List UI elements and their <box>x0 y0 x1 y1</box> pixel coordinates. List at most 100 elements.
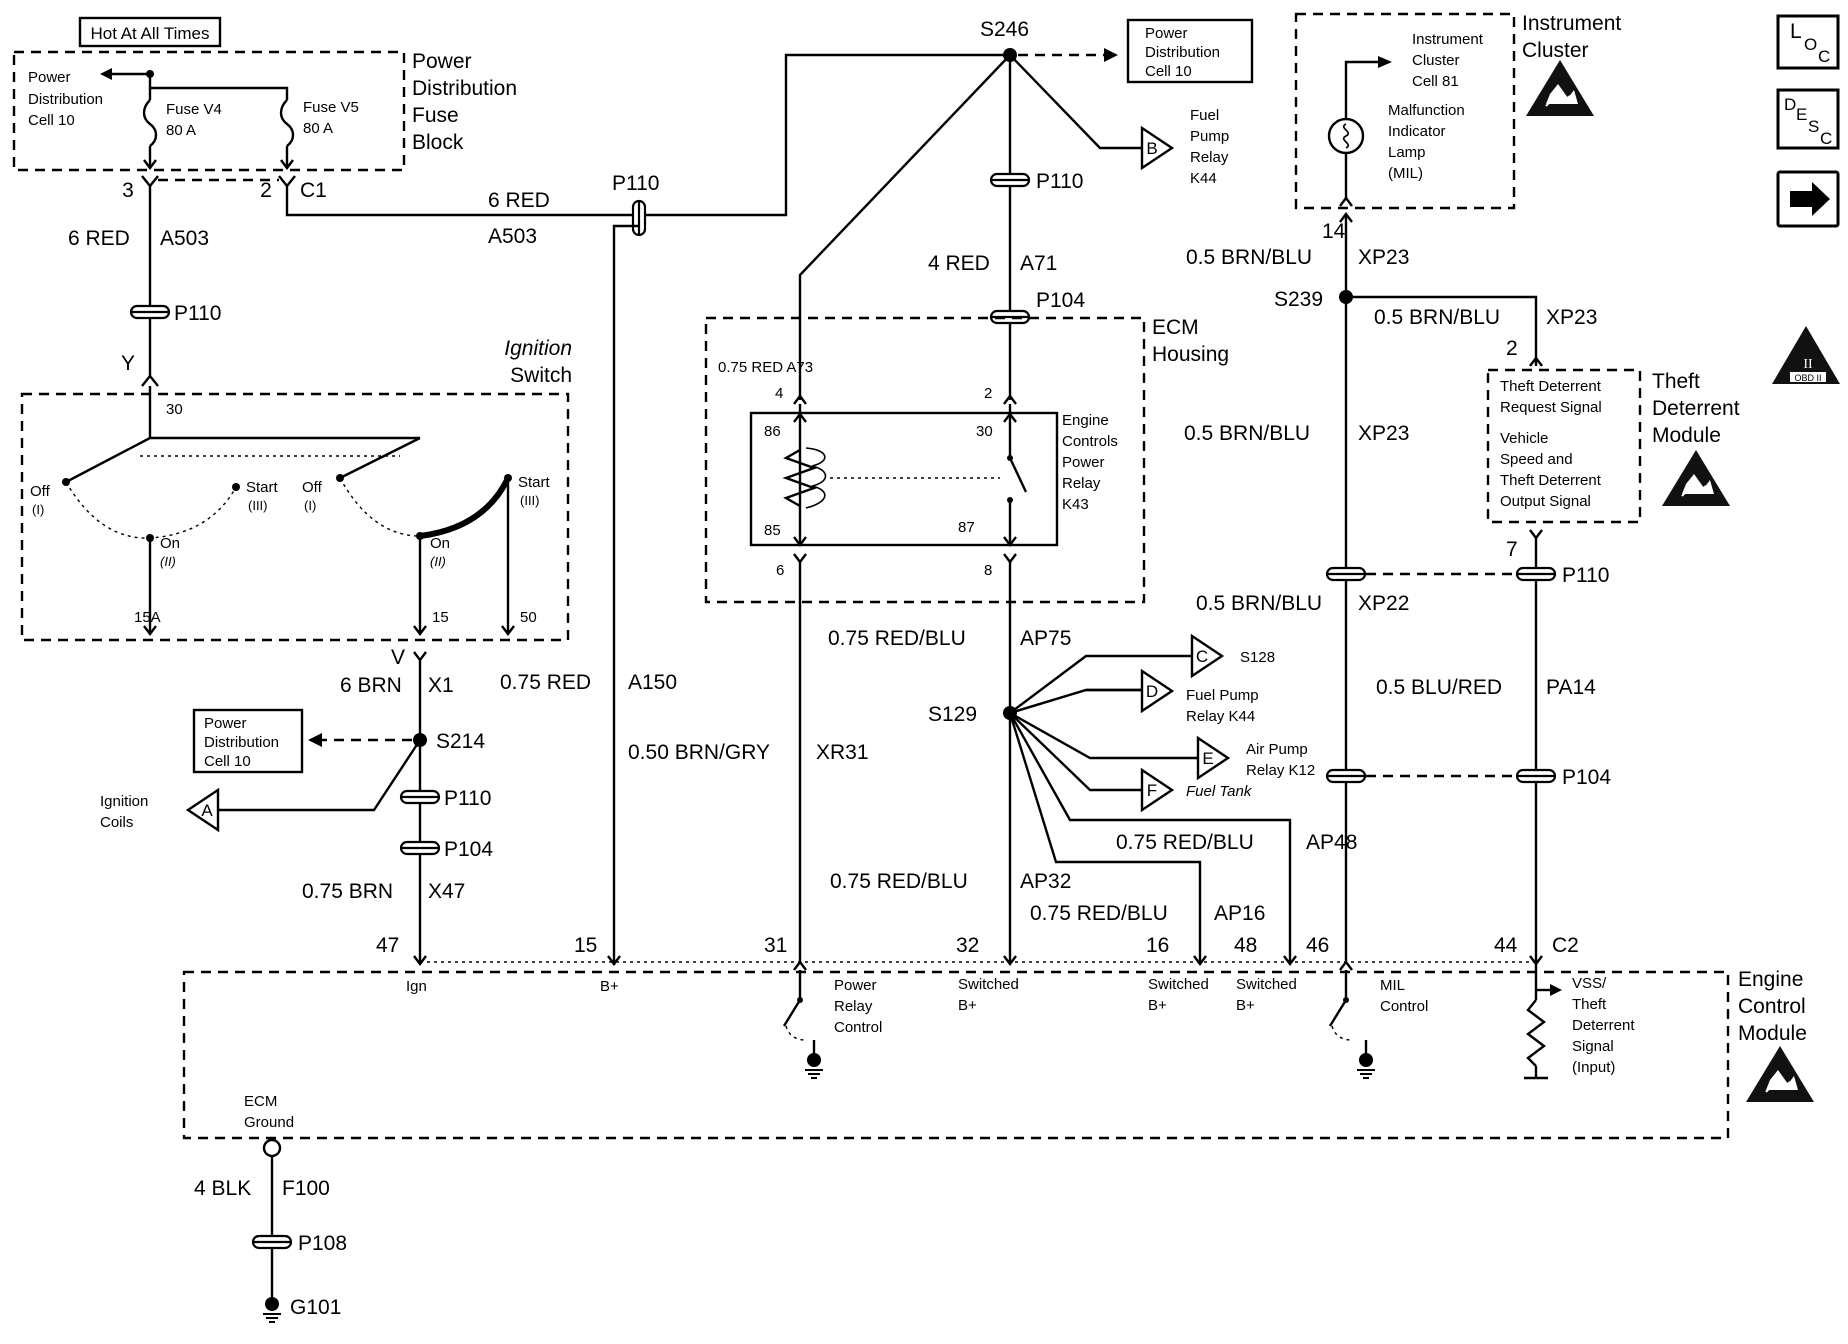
relay-k43-box <box>749 411 1059 547</box>
power-ref-top-1: Power <box>1145 25 1188 42</box>
ref-e-label: E <box>1202 749 1213 768</box>
loc-icon-letter-1: L <box>1790 20 1802 43</box>
wire-x47-circuit: X47 <box>428 880 465 903</box>
ref-b-label: B <box>1146 139 1157 158</box>
ecm-title-1: Engine <box>1738 968 1803 991</box>
relay-coil-icon <box>782 448 818 508</box>
wire-xp23-mid-gauge: 0.5 BRN/BLU <box>1184 422 1310 445</box>
ref-f-label: F <box>1147 781 1157 800</box>
desc-icon-letter-4: C <box>1820 129 1832 148</box>
relay-label-5: K43 <box>1062 496 1089 513</box>
engine-control-module: Engine Control Module 47 15 31 32 16 48 … <box>182 934 1807 1158</box>
ref-b-line-1: Fuel <box>1190 107 1219 124</box>
ignition-pin-y: Y <box>121 352 135 375</box>
theft-title-2: Deterrent <box>1652 397 1740 420</box>
ref-a-label: A <box>201 801 213 820</box>
theft-title-3: Module <box>1652 424 1721 447</box>
ecm-pin-47: 47 <box>376 934 399 957</box>
connector-p110-right: P110 <box>1562 564 1610 587</box>
ecm-switched16-1: Switched <box>1148 976 1209 993</box>
theft-title-1: Theft <box>1652 370 1700 393</box>
fuse-pin-3: 3 <box>122 179 134 202</box>
cluster-pin-14: 14 <box>1322 220 1346 243</box>
obd-ii-icon: II OBD II <box>1772 326 1840 384</box>
ground-icon <box>804 1052 824 1079</box>
fuse-pin-2: 2 <box>260 179 272 202</box>
instrument-cluster-title-2: Cluster <box>1522 39 1589 62</box>
ecm-ign-label: Ign <box>406 978 427 995</box>
ecm-bplus-label: B+ <box>600 978 619 995</box>
ignition-start2-sub: (III) <box>520 493 540 508</box>
power-ref-s214-2: Distribution <box>204 734 279 751</box>
ignition-pin-15: 15 <box>432 609 449 626</box>
fuse-v5-amps: 80 A <box>303 120 333 137</box>
resistor-icon <box>1526 999 1546 1067</box>
wire-xp22-gauge: 0.5 BRN/BLU <box>1196 592 1322 615</box>
fuse-v4-icon <box>142 99 158 147</box>
theft-pin-7: 7 <box>1506 538 1518 561</box>
wire-ap16-circuit: AP16 <box>1214 902 1265 925</box>
ignition-switch-title-2: Switch <box>510 364 572 387</box>
fuse-block-cell-1: Power <box>28 69 71 86</box>
wire-a150-gauge: 0.75 RED <box>500 671 591 694</box>
splice-s239: S239 <box>1274 288 1323 311</box>
fuse-v5-icon <box>279 99 295 147</box>
relay-pin-86: 86 <box>764 423 781 440</box>
ref-f-text: Fuel Tank <box>1186 783 1253 800</box>
power-ref-s214-1: Power <box>204 715 247 732</box>
theft-output-4: Output Signal <box>1500 493 1591 510</box>
ecm-housing-pin-2: 2 <box>984 385 992 402</box>
connector-p110-top: P110 <box>612 172 660 195</box>
next-page-button[interactable] <box>1776 170 1840 228</box>
wire-ap48-circuit: AP48 <box>1306 831 1357 854</box>
wire-xr31-gauge: 0.50 BRN/GRY <box>628 741 770 764</box>
inline-connector-icon <box>251 1234 293 1250</box>
inline-connector-icon <box>399 840 441 856</box>
connector-p104-right: P104 <box>1562 766 1611 789</box>
wire-x1-gauge: 6 BRN <box>340 674 402 697</box>
wire-xp23-top-circuit: XP23 <box>1358 246 1409 269</box>
fuse-v5-label: Fuse V5 <box>303 99 359 116</box>
ignition-start1-label: Start <box>246 479 279 496</box>
desc-icon[interactable]: D E S C <box>1776 88 1840 150</box>
ecm-pin-32: 32 <box>956 934 979 957</box>
ecm-vss-2: Theft <box>1572 996 1607 1013</box>
ref-e-triangle <box>1196 735 1231 781</box>
ignition-on1-label: On <box>160 535 180 552</box>
wire-a150-circuit: A150 <box>628 671 677 694</box>
connector-p104-a71: P104 <box>1036 289 1085 312</box>
ref-b-line-4: K44 <box>1190 170 1217 187</box>
wire-a71-circuit: A71 <box>1020 252 1057 275</box>
ref-a-triangle <box>185 787 220 833</box>
relay-pin-30: 30 <box>976 423 993 440</box>
fuse-v4-label: Fuse V4 <box>166 101 222 118</box>
wire-xp23-mid-circuit: XP23 <box>1358 422 1409 445</box>
ecm-vss-3: Deterrent <box>1572 1017 1635 1034</box>
fuse-conn-c1: C1 <box>300 179 327 202</box>
inline-connector-icon <box>129 304 171 320</box>
desc-icon-letter-3: S <box>1808 117 1819 136</box>
loc-icon[interactable]: L O C <box>1776 14 1840 70</box>
ignition-off1-label: Off <box>30 483 51 500</box>
ecm-mil-control-1: MIL <box>1380 977 1405 994</box>
hot-at-all-times-label: Hot At All Times <box>90 24 209 43</box>
wire-xp23-right-gauge: 0.5 BRN/BLU <box>1374 306 1500 329</box>
ecm-title-3: Module <box>1738 1022 1807 1045</box>
desc-icon-letter-2: E <box>1796 105 1807 124</box>
esd-sensitive-icon <box>1661 449 1731 507</box>
ecm-housing: ECM Housing 0.75 RED A73 4 2 86 85 30 87… <box>704 316 1229 604</box>
wire-x47-gauge: 0.75 BRN <box>302 880 393 903</box>
desc-icon-letter-1: D <box>1784 95 1796 114</box>
ground-icon <box>1356 1052 1376 1079</box>
fuse-block-cell-3: Cell 10 <box>28 112 75 129</box>
arrow-left-icon <box>100 68 112 80</box>
ecm-pin-44: 44 <box>1494 934 1518 957</box>
fuse-block-title-2: Distribution <box>412 77 517 100</box>
wire-ap32-circuit: AP32 <box>1020 870 1071 893</box>
fuse-block-title-1: Power <box>412 50 472 73</box>
wire-xr31-circuit: XR31 <box>816 741 869 764</box>
arrow-right-icon <box>1790 182 1830 216</box>
ecm-ground-label-1: ECM <box>244 1093 277 1110</box>
theft-output-1: Vehicle <box>1500 430 1548 447</box>
ref-a-line-1: Ignition <box>100 793 148 810</box>
